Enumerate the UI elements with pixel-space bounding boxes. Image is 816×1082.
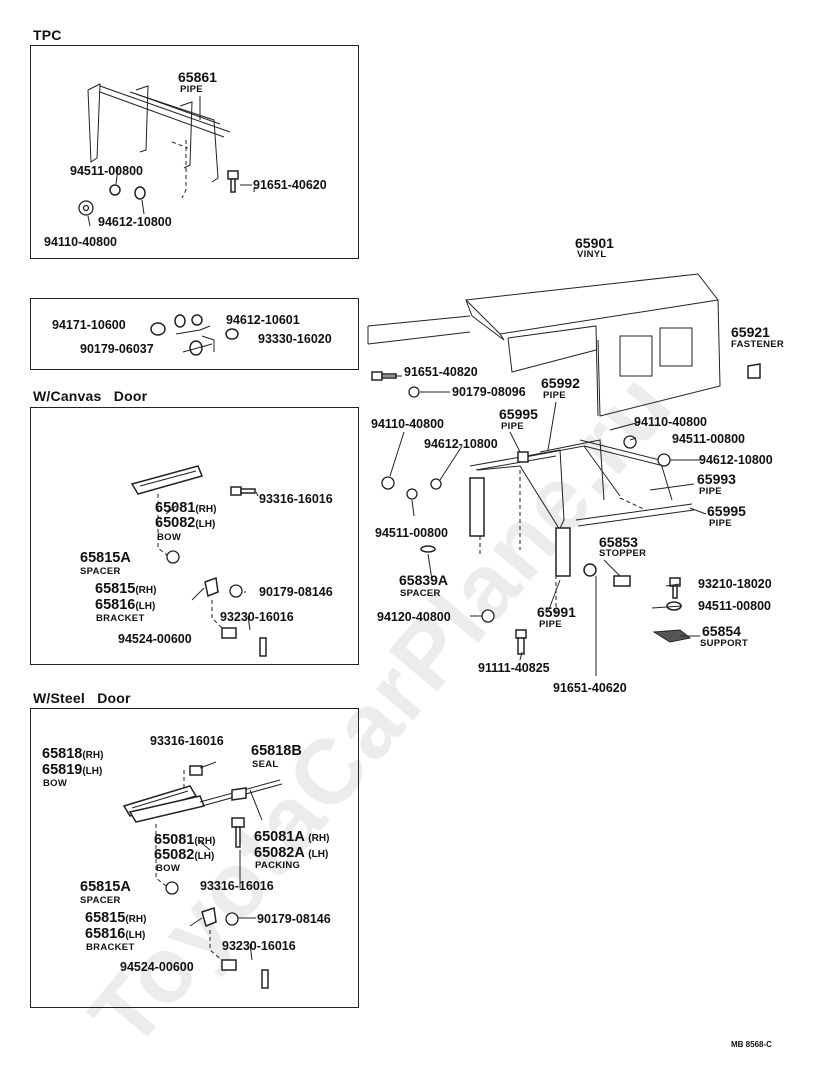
leader-lines <box>87 96 707 961</box>
label-94511-00800-main-bottom: 94511-00800 <box>698 599 771 613</box>
label-91111-40825: 91111-40825 <box>478 661 550 675</box>
label-65081-steel: 65081(RH) <box>154 832 216 848</box>
label-65818: 65818(RH) <box>42 746 104 762</box>
label-65081-canvas: 65081(RH) <box>155 500 217 516</box>
label-93230-16016-steel: 93230-16016 <box>222 939 296 953</box>
label-93316-16016-canvas: 93316-16016 <box>259 492 333 506</box>
label-65082-canvas: 65082(LH) <box>155 515 216 531</box>
vinyl-top-drawing <box>367 273 761 417</box>
label-94171-10600: 94171-10600 <box>52 318 126 332</box>
label-90179-08096: 90179-08096 <box>452 385 526 399</box>
name-bow-steel-2: BOW <box>156 863 181 874</box>
name-pipe-65991: PIPE <box>539 619 562 630</box>
label-65992: 65992 <box>541 375 580 391</box>
label-65816-canvas: 65816(LH) <box>95 597 156 613</box>
label-65819: 65819(LH) <box>42 762 103 778</box>
label-91651-40620-tpc: 91651-40620 <box>253 178 327 192</box>
small-box-hardware <box>150 314 239 356</box>
name-spacer-main: SPACER <box>400 588 441 599</box>
label-65854: 65854 <box>702 623 741 639</box>
label-93330-16020: 93330-16020 <box>258 332 332 346</box>
name-bow-canvas: BOW <box>157 532 182 543</box>
name-spacer-steel: SPACER <box>80 895 121 906</box>
label-94612-10800-main-left: 94612-10800 <box>424 437 498 451</box>
label-94110-40800-tpc: 94110-40800 <box>44 235 117 249</box>
name-vinyl: VINYL <box>577 249 607 260</box>
label-94511-00800-main-right: 94511-00800 <box>672 432 745 446</box>
name-pipe-65992: PIPE <box>543 390 566 401</box>
name-bracket-canvas: BRACKET <box>96 613 145 624</box>
label-94511-00800-tpc: 94511-00800 <box>70 164 143 178</box>
section-title-tpc: TPC <box>33 27 62 43</box>
tpc-box <box>30 45 359 259</box>
section-title-steel-door: W/Steel Door <box>33 690 131 706</box>
label-94110-40800-main-right: 94110-40800 <box>634 415 707 429</box>
label-91651-40620-main: 91651-40620 <box>553 681 627 695</box>
label-65993: 65993 <box>697 471 736 487</box>
name-pipe-65995-b: PIPE <box>709 518 732 529</box>
name-bow-steel-1: BOW <box>43 778 68 789</box>
label-65815A-steel: 65815A <box>80 879 131 895</box>
label-65815A-canvas: 65815A <box>80 550 131 566</box>
footer-code: MB 8568-C <box>731 1040 772 1049</box>
label-65816-steel: 65816(LH) <box>85 926 146 942</box>
label-90179-08146-canvas: 90179-08146 <box>259 585 333 599</box>
name-bracket-steel: BRACKET <box>86 942 135 953</box>
name-stopper: STOPPER <box>599 548 647 559</box>
steel-door-drawing <box>122 765 283 989</box>
label-93210-18020: 93210-18020 <box>698 577 772 591</box>
main-pipe-frame <box>469 439 695 614</box>
name-spacer-canvas: SPACER <box>80 566 121 577</box>
label-93316-16016-steel-mid: 93316-16016 <box>200 879 274 893</box>
label-65921: 65921 <box>731 324 770 340</box>
label-65861: 65861 <box>178 69 217 85</box>
canvas-door-drawing <box>130 465 267 657</box>
label-94612-10800-main-right: 94612-10800 <box>699 453 773 467</box>
tpc-hardware <box>78 170 252 216</box>
label-94524-00600-steel: 94524-00600 <box>120 960 194 974</box>
label-65853: 65853 <box>599 534 638 550</box>
label-93316-16016-steel-top: 93316-16016 <box>150 734 224 748</box>
steel-door-box <box>30 708 359 1008</box>
name-pipe-65861: PIPE <box>180 84 203 95</box>
label-65082A: 65082A (LH) <box>254 845 329 861</box>
label-93230-16016-canvas: 93230-16016 <box>220 610 294 624</box>
name-seal: SEAL <box>252 759 279 770</box>
section-title-canvas-door: W/Canvas Door <box>33 388 148 404</box>
label-94612-10601: 94612-10601 <box>226 313 300 327</box>
label-65901: 65901 <box>575 235 614 251</box>
small-parts-box <box>30 298 359 370</box>
label-65818B: 65818B <box>251 743 302 759</box>
label-94524-00600-canvas: 94524-00600 <box>118 632 192 646</box>
label-65995-b: 65995 <box>707 503 746 519</box>
label-90179-06037: 90179-06037 <box>80 342 154 356</box>
tpc-pipe-drawing <box>87 83 231 199</box>
label-65995-a: 65995 <box>499 406 538 422</box>
name-pipe-65993: PIPE <box>699 486 722 497</box>
label-94120-40800: 94120-40800 <box>377 610 451 624</box>
label-90179-08146-steel: 90179-08146 <box>257 912 331 926</box>
label-94110-40800-main-left: 94110-40800 <box>371 417 444 431</box>
label-94612-10800-tpc: 94612-10800 <box>98 215 172 229</box>
label-91651-40820: 91651-40820 <box>404 365 478 379</box>
name-pipe-65995-a: PIPE <box>501 421 524 432</box>
label-65839A: 65839A <box>399 572 449 588</box>
name-support: SUPPORT <box>700 638 749 649</box>
label-65991: 65991 <box>537 604 576 620</box>
name-fastener: FASTENER <box>731 339 785 350</box>
label-65815-steel: 65815(RH) <box>85 910 147 926</box>
label-94511-00800-main-left: 94511-00800 <box>375 526 448 540</box>
label-65082-steel: 65082(LH) <box>154 847 215 863</box>
label-65081A: 65081A (RH) <box>254 829 330 845</box>
canvas-door-box <box>30 407 359 665</box>
label-65815-canvas: 65815(RH) <box>95 581 157 597</box>
name-packing: PACKING <box>255 860 301 871</box>
